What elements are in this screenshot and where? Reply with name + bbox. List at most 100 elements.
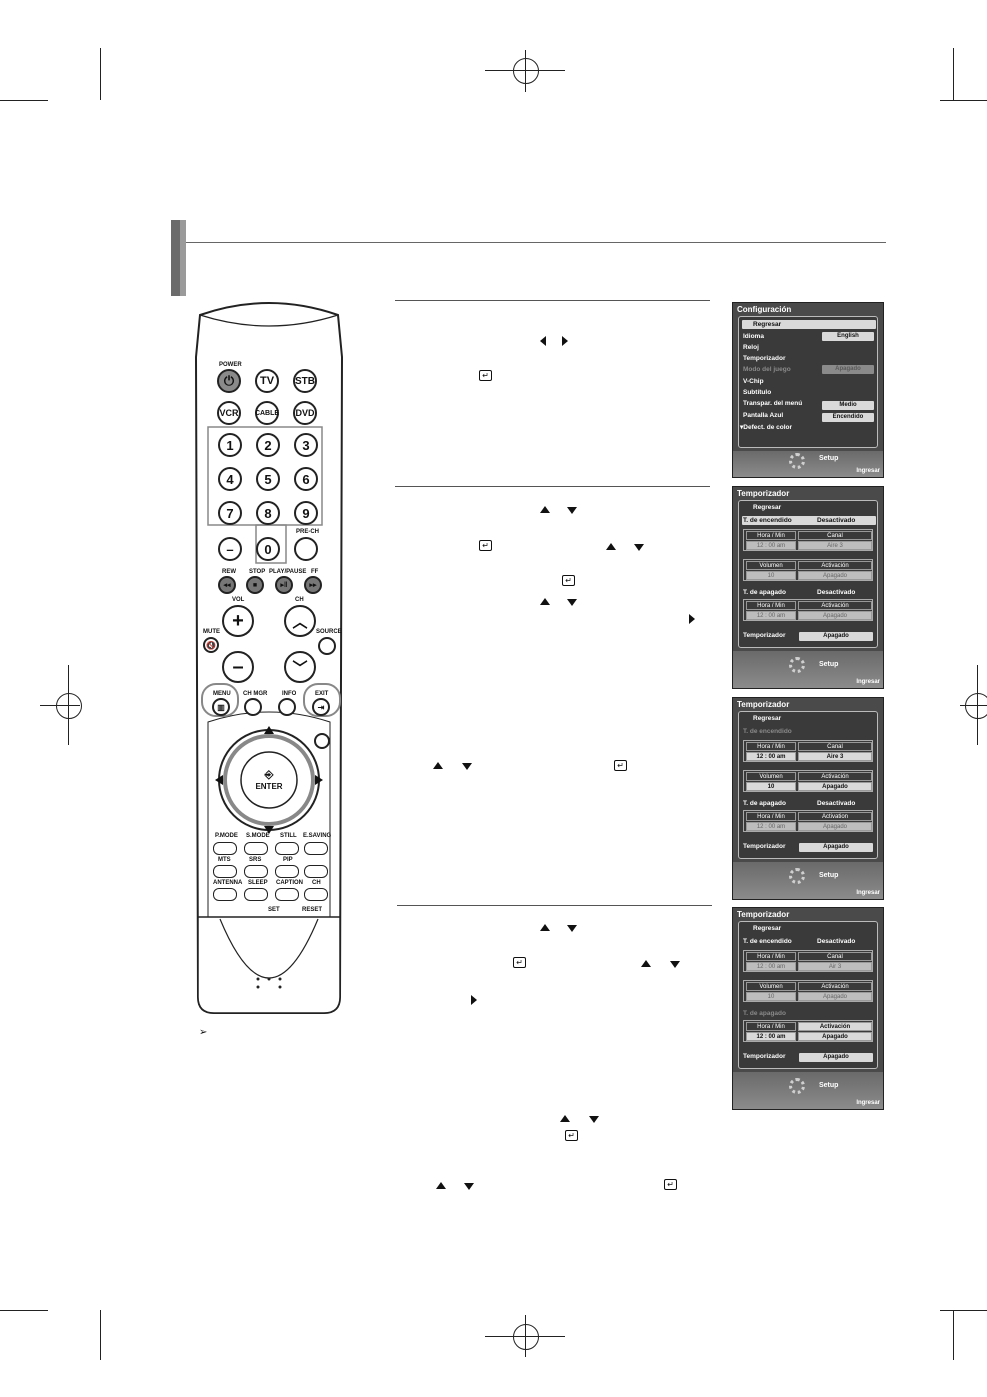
menu-button[interactable]: ▥: [212, 698, 230, 716]
off-timer-label[interactable]: T. de apagado: [743, 1010, 786, 1017]
osd-footer: Setup Ingresar: [733, 862, 883, 899]
pre-ch-button[interactable]: [294, 537, 318, 561]
temporizador-label[interactable]: Temporizador: [743, 1053, 786, 1060]
temporizador-label[interactable]: Temporizador: [743, 843, 786, 850]
tv-button[interactable]: TV: [255, 369, 279, 393]
menu-item-temporizador[interactable]: Temporizador: [743, 355, 786, 362]
crop-mark: [953, 1310, 954, 1360]
set-label: SET: [268, 907, 280, 913]
channel-down-button[interactable]: ﹀: [284, 651, 316, 683]
fast-forward-button[interactable]: ▸▸: [304, 576, 322, 594]
source-button[interactable]: [318, 637, 336, 655]
menu-item-transparencia[interactable]: Transpar. del menú: [743, 400, 803, 407]
caption-button[interactable]: [275, 888, 299, 901]
on-time-value: 12 : 00 am: [746, 541, 796, 550]
play-pause-button[interactable]: ▸‖: [275, 576, 293, 594]
mute-button[interactable]: 🔇: [203, 637, 219, 653]
ff-label: FF: [311, 569, 319, 575]
volume-box: Volumen Activación 10 Apagado: [743, 770, 873, 792]
channel-up-button[interactable]: ︿: [284, 605, 316, 637]
esaving-button[interactable]: [304, 842, 328, 855]
dash-button[interactable]: –: [218, 537, 242, 561]
enter-button[interactable]: ⎆ ENTER: [251, 762, 287, 798]
up-arrow-icon: [540, 598, 550, 605]
hora-min-header: Hora / Min: [746, 1022, 796, 1031]
menu-item-vchip[interactable]: V-Chip: [743, 378, 764, 385]
exit-button[interactable]: ⇥: [312, 698, 330, 716]
power-button[interactable]: ⏻: [217, 369, 241, 393]
off-time-value[interactable]: 12 : 00 am: [746, 1032, 796, 1041]
menu-item-subtitulo[interactable]: Subtítulo: [743, 389, 772, 396]
menu-item-regresar[interactable]: Regresar: [753, 715, 782, 722]
stop-button[interactable]: ■: [246, 576, 264, 594]
dvd-button[interactable]: DVD: [293, 401, 317, 425]
temporizador-label[interactable]: Temporizador: [743, 632, 786, 639]
on-timer-label[interactable]: T. de encendido: [743, 728, 792, 735]
rewind-button[interactable]: ◂◂: [218, 576, 236, 594]
cable-button[interactable]: CABLE: [255, 401, 279, 425]
canal-value: Aire 3: [798, 541, 872, 550]
volume-up-button[interactable]: +: [222, 605, 254, 637]
pmode-button[interactable]: [213, 842, 237, 855]
hora-min-header: Hora / Min: [746, 812, 796, 821]
menu-item-defect-color[interactable]: ▾Defect. de color: [740, 424, 793, 431]
number-8-button[interactable]: 8: [256, 501, 280, 525]
activacion-value[interactable]: Apagado: [798, 782, 872, 791]
menu-item-regresar[interactable]: Regresar: [753, 504, 782, 511]
selection-highlight: [742, 320, 876, 329]
osd-title: Configuración: [737, 305, 792, 314]
off-time-box: Hora / Min Activación 12 : 00 am Apagado: [743, 599, 873, 621]
info-button[interactable]: [278, 698, 296, 716]
smode-button[interactable]: [244, 842, 268, 855]
on-timer-label[interactable]: T. de encendido: [743, 517, 792, 524]
stb-button[interactable]: STB: [293, 369, 317, 393]
hora-min-header: Hora / Min: [746, 531, 796, 540]
number-6-button[interactable]: 6: [294, 467, 318, 491]
srs-label: SRS: [249, 857, 262, 863]
on-time-value[interactable]: 12 : 00 am: [746, 752, 796, 761]
volumen-value[interactable]: 10: [746, 782, 796, 791]
volume-down-button[interactable]: –: [222, 651, 254, 683]
crop-mark: [0, 1310, 48, 1311]
number-9-button[interactable]: 9: [294, 501, 318, 525]
activacion-value: Apagado: [798, 992, 872, 1001]
number-5-button[interactable]: 5: [256, 467, 280, 491]
off-activacion-value[interactable]: Apagado: [798, 1032, 872, 1041]
mts-button[interactable]: [213, 865, 237, 878]
menu-item-regresar[interactable]: Regresar: [753, 321, 782, 328]
pip-button[interactable]: [275, 865, 299, 878]
ch-down-small-button[interactable]: [304, 888, 328, 901]
number-1-button[interactable]: 1: [218, 433, 242, 457]
enter-icon: ↵: [513, 957, 526, 968]
hora-min-header: Hora / Min: [746, 952, 796, 961]
light-button[interactable]: [314, 733, 330, 749]
registration-mark: [965, 693, 987, 719]
number-3-button[interactable]: 3: [294, 433, 318, 457]
ch-mgr-button[interactable]: [244, 698, 262, 716]
menu-item-reloj[interactable]: Reloj: [743, 344, 759, 351]
left-arrow-icon: [540, 336, 546, 346]
still-button[interactable]: [275, 842, 299, 855]
off-timer-label[interactable]: T. de apagado: [743, 589, 786, 596]
menu-item-idioma[interactable]: Idioma: [743, 333, 764, 340]
info-label: INFO: [282, 691, 297, 697]
sleep-button[interactable]: [244, 888, 268, 901]
sleep-label: SLEEP: [248, 880, 268, 886]
enter-label: ENTER: [255, 782, 283, 791]
vol-label: VOL: [232, 597, 245, 603]
activacion-header: Activación: [798, 1022, 872, 1031]
srs-button[interactable]: [244, 865, 268, 878]
canal-value[interactable]: Aire 3: [798, 752, 872, 761]
number-0-button[interactable]: 0: [256, 537, 280, 561]
menu-item-pantalla-azul[interactable]: Pantalla Azul: [743, 412, 784, 419]
on-timer-label[interactable]: T. de encendido: [743, 938, 792, 945]
volumen-header: Volumen: [746, 561, 796, 570]
ch-up-small-button[interactable]: [304, 865, 328, 878]
number-2-button[interactable]: 2: [256, 433, 280, 457]
number-4-button[interactable]: 4: [218, 467, 242, 491]
off-timer-label[interactable]: T. de apagado: [743, 800, 786, 807]
number-7-button[interactable]: 7: [218, 501, 242, 525]
menu-item-regresar[interactable]: Regresar: [753, 925, 782, 932]
vcr-button[interactable]: VCR: [217, 401, 241, 425]
antenna-button[interactable]: [213, 888, 237, 901]
